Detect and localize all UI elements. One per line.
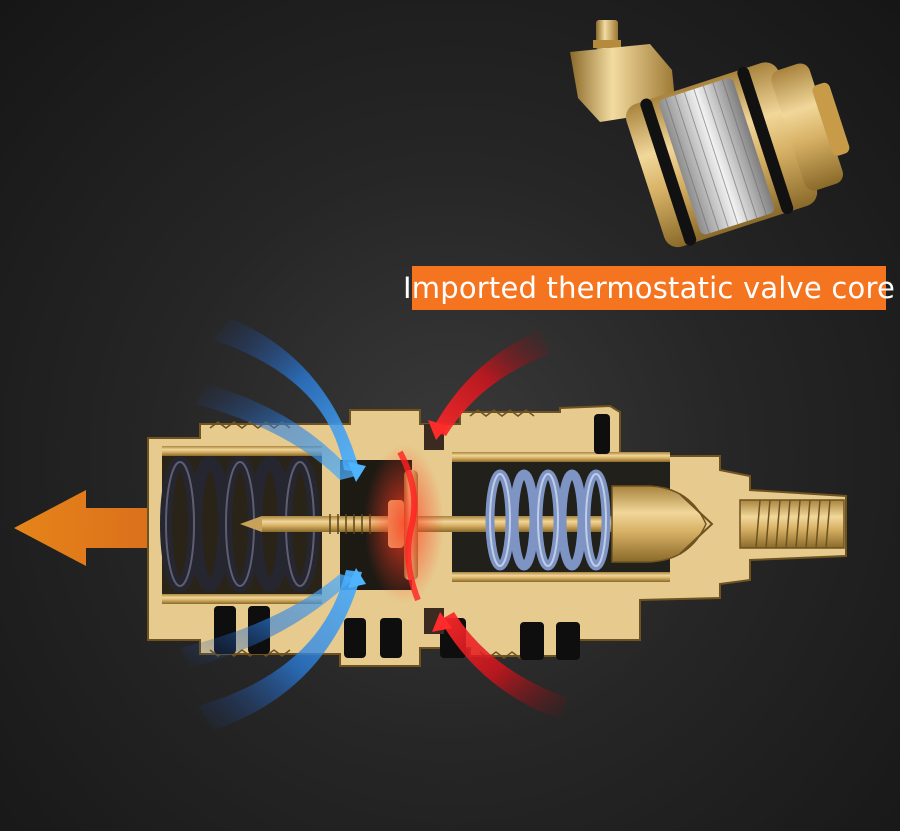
valve-core-photo (570, 20, 850, 248)
cold-water-flow (180, 318, 366, 730)
caption-text: Imported thermostatic valve core (403, 271, 895, 305)
hot-water-flow (364, 330, 568, 720)
caption-background (412, 266, 886, 310)
caption-banner: Imported thermostatic valve core (403, 266, 895, 310)
